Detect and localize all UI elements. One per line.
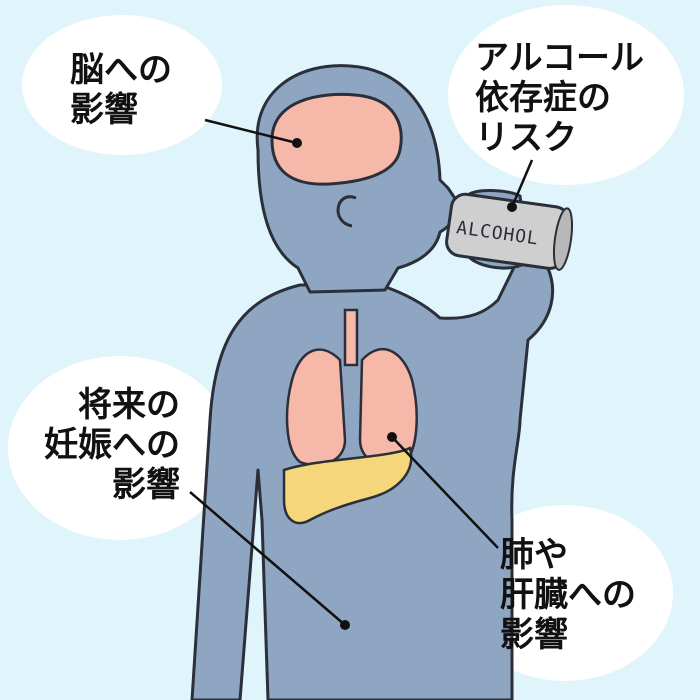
- alcohol-bubble: [448, 5, 684, 185]
- brain: [270, 92, 403, 186]
- pregnancy-bubble: [8, 356, 232, 540]
- pregnancy-label: 将来の 妊娠への 影響: [44, 385, 180, 505]
- pregnancy-label-line3: 影響: [112, 465, 180, 505]
- organs-pointer: [391, 436, 499, 549]
- liver: [282, 446, 413, 525]
- brain-label: 脳への 影響: [70, 50, 172, 130]
- organs-label-line1: 肺や: [500, 535, 568, 575]
- brain-bubble: [22, 15, 222, 155]
- alcohol-can: ALCOHOL: [445, 192, 574, 271]
- pregnancy-label-line1: 将来の: [78, 385, 180, 425]
- alcohol-pointer: [510, 159, 534, 208]
- trachea: [343, 308, 359, 367]
- pregnancy-pointer: [189, 491, 346, 626]
- organs-label-line2: 肝臓への: [500, 575, 636, 615]
- ear: [336, 195, 357, 228]
- alcohol-label: アルコール 依存症の リスク: [475, 38, 644, 158]
- alcohol-label-line1: アルコール: [475, 38, 644, 78]
- brain-label-line2: 影響: [70, 90, 138, 130]
- alcohol-label-line2: 依存症の: [475, 78, 611, 118]
- alcohol-label-line3: リスク: [475, 118, 577, 158]
- brain-label-line1: 脳への: [70, 50, 172, 90]
- organs-label-line3: 影響: [500, 615, 568, 655]
- pregnancy-label-line2: 妊娠への: [44, 425, 180, 465]
- left-lung: [285, 348, 347, 467]
- pointer-dots: [292, 138, 517, 630]
- pointer-lines: [189, 118, 534, 626]
- brain-pointer: [204, 118, 298, 145]
- organs-label: 肺や 肝臓への 影響: [500, 535, 636, 655]
